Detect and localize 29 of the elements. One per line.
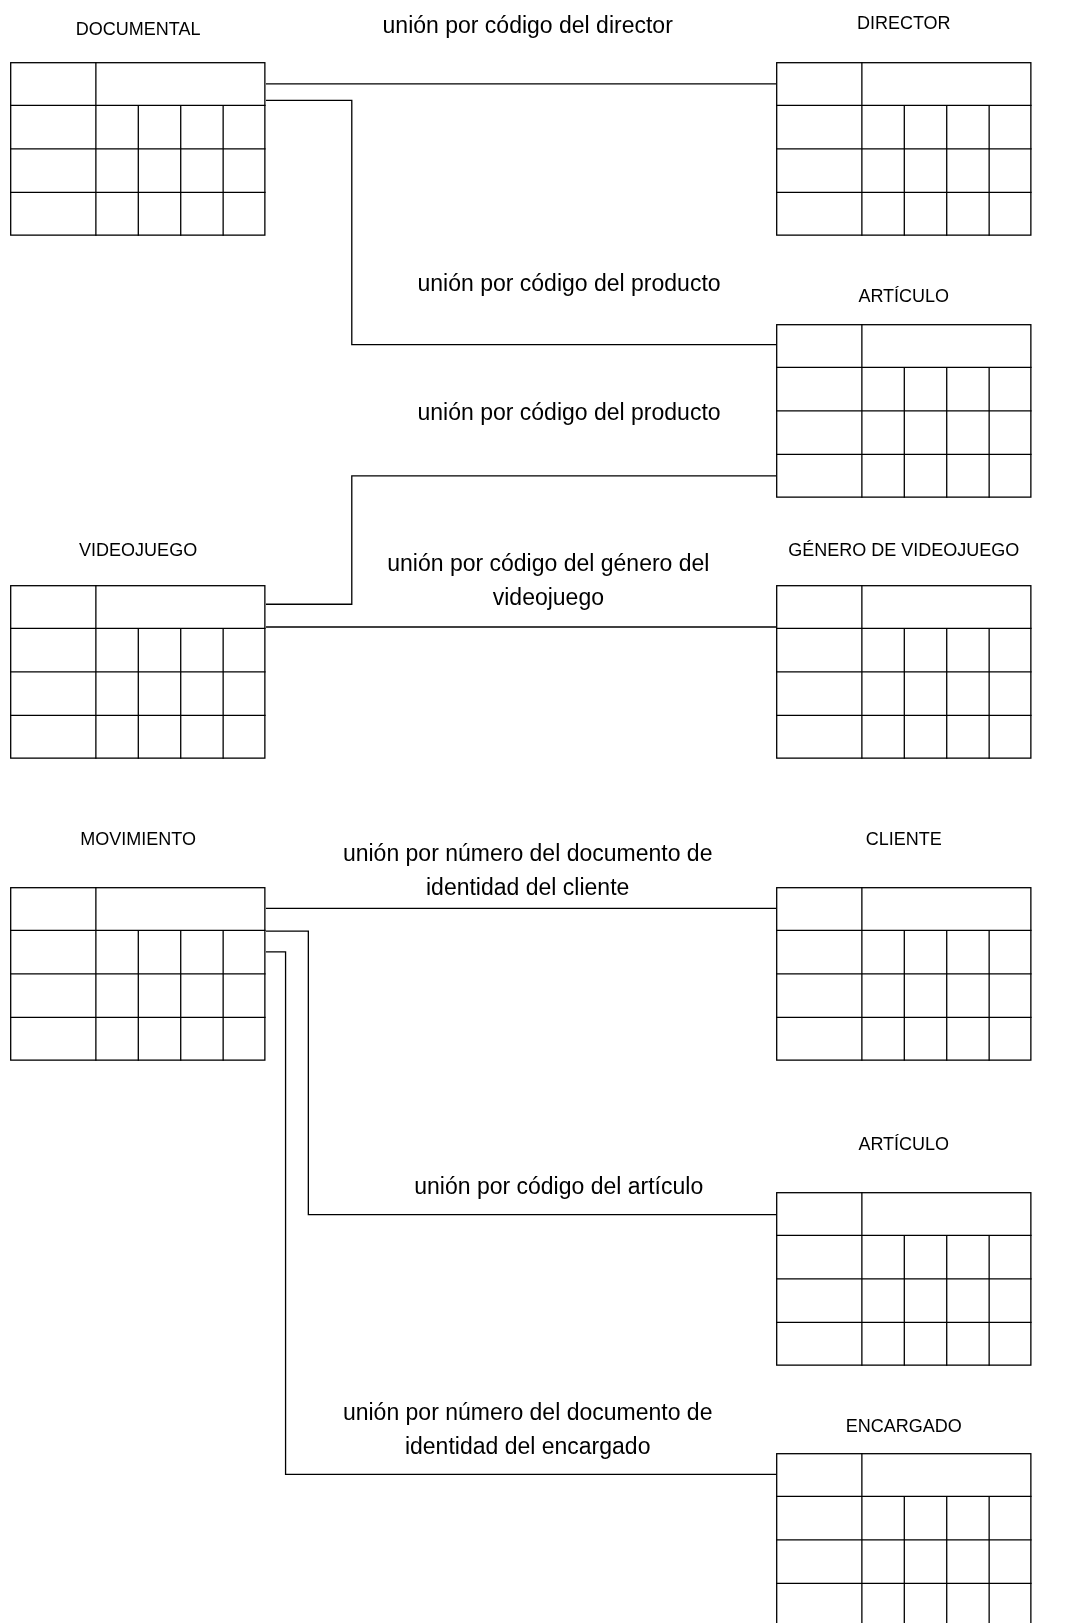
connector-line	[265, 99, 777, 346]
table-name: ENCARGADO	[845, 1416, 962, 1438]
edge-label: unión por código del director	[381, 11, 674, 41]
edge-label: unión por código del producto	[416, 268, 722, 298]
table-name: CLIENTE	[865, 828, 942, 850]
entity-table	[776, 1416, 1032, 1623]
edge-label: unión por número del documento de identidad del encargado	[341, 1397, 714, 1461]
table-name: MOVIMIENTO	[80, 828, 196, 850]
entity-table	[776, 13, 1032, 236]
edge-label: unión por código del género del videojuego	[386, 549, 711, 613]
edge-label: unión por código del producto	[416, 398, 722, 428]
connector-line	[265, 475, 777, 605]
entity-table	[776, 285, 1032, 498]
table-name: GÉNERO DE VIDEOJUEGO	[788, 540, 1020, 562]
connector-line	[265, 951, 777, 1476]
connector-line	[265, 83, 777, 85]
entity-table	[10, 540, 266, 759]
edge-label: unión por número del documento de identidad del cliente	[341, 839, 714, 902]
table-name: ARTÍCULO	[858, 1134, 950, 1155]
connector-line	[265, 907, 777, 910]
connector-line	[265, 930, 777, 1216]
connector-line	[265, 626, 777, 628]
entity-table	[776, 540, 1032, 759]
table-name: DOCUMENTAL	[75, 18, 201, 40]
table-name: DIRECTOR	[856, 13, 951, 35]
entity-table	[776, 1134, 1032, 1366]
edge-label: unión por código del artículo	[413, 1172, 705, 1202]
table-name: VIDEOJUEGO	[79, 540, 198, 562]
table-name: ARTÍCULO	[858, 285, 950, 307]
